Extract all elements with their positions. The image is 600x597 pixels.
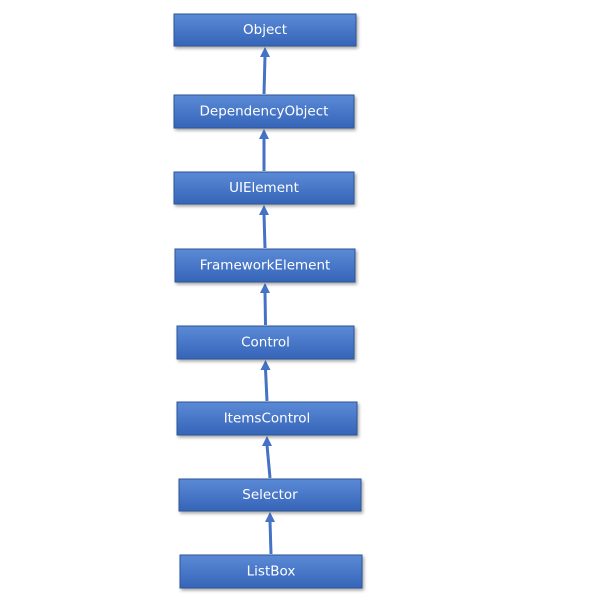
class-node-box (173, 13, 357, 47)
class-node-label: Object (243, 22, 287, 38)
arrow-head-icon (260, 47, 270, 57)
inheritance-arrow-selector-to-items-control (262, 436, 272, 479)
class-node-ui-element: UIElement (173, 171, 355, 205)
arrow-shaft (262, 213, 267, 249)
arrow-head-icon (259, 205, 269, 215)
arrow-shaft (263, 291, 267, 326)
class-node-box (178, 478, 362, 512)
arrow-head-icon (260, 283, 270, 293)
arrow-head-icon (260, 360, 271, 370)
class-node-box (173, 94, 355, 129)
class-node-label: FrameworkElement (200, 258, 331, 274)
class-node-items-control: ItemsControl (176, 401, 358, 436)
arrow-head-icon (259, 129, 269, 139)
class-node-framework-element: FrameworkElement (174, 248, 356, 283)
inheritance-arrow-dependency-object-to-object (260, 47, 270, 95)
inheritance-arrow-ui-element-to-dependency-object (259, 129, 269, 171)
class-node-box (174, 248, 356, 283)
class-node-label: Selector (242, 487, 298, 503)
class-node-box (179, 554, 363, 589)
arrow-shaft (264, 368, 269, 402)
arrow-head-icon (265, 512, 275, 522)
inheritance-arrow-control-to-framework-element (260, 283, 270, 326)
inheritance-arrows (259, 47, 275, 555)
class-nodes: ObjectDependencyObjectUIElementFramework… (173, 13, 363, 589)
class-node-box (176, 401, 358, 436)
class-node-label: ItemsControl (224, 411, 311, 427)
arrow-shaft (268, 520, 273, 555)
arrow-shaft (265, 444, 272, 479)
inheritance-arrow-list-box-to-selector (265, 512, 275, 555)
arrow-head-icon (262, 436, 272, 446)
class-node-label: DependencyObject (200, 104, 329, 120)
class-node-control: Control (176, 325, 355, 360)
class-node-label: ListBox (247, 564, 296, 580)
class-node-label: Control (241, 335, 290, 351)
class-node-list-box: ListBox (179, 554, 363, 589)
class-node-box (176, 325, 355, 360)
inheritance-arrow-framework-element-to-ui-element (259, 205, 269, 249)
class-node-selector: Selector (178, 478, 362, 512)
class-node-label: UIElement (229, 180, 299, 196)
class-node-dependency-object: DependencyObject (173, 94, 355, 129)
class-node-object: Object (173, 13, 357, 47)
class-node-box (173, 171, 355, 205)
arrow-shaft (262, 55, 267, 95)
inheritance-arrow-items-control-to-control (260, 360, 271, 402)
